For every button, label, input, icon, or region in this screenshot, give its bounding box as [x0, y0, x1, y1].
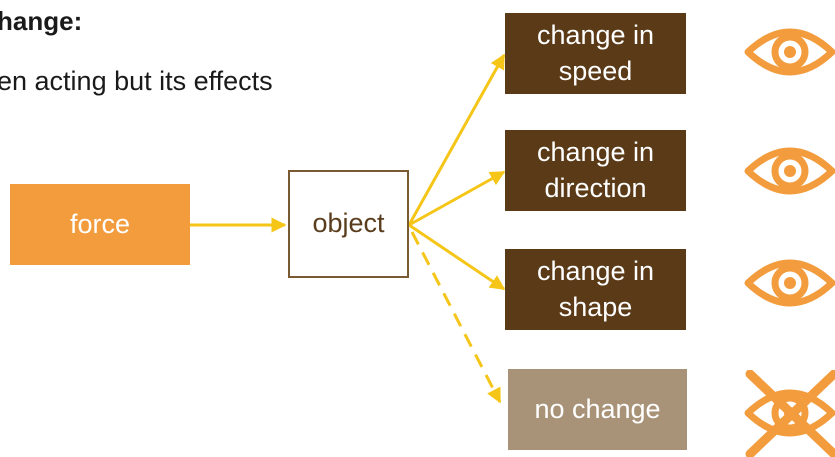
- no-change-box: no change: [508, 369, 687, 450]
- effect-label: change in shape: [536, 255, 655, 322]
- effect-label: change in direction: [536, 136, 655, 203]
- no-change-label: no change: [534, 393, 661, 424]
- effect-box-shape: change in shape: [505, 249, 686, 330]
- arrow-object-to-direction: [408, 170, 506, 227]
- effect-box-direction: change in direction: [505, 130, 686, 211]
- eye-icon: [744, 259, 835, 307]
- arrow-object-to-shape: [408, 223, 506, 291]
- object-label: object: [312, 208, 385, 239]
- slide-body-text: en acting but its effects: [0, 66, 273, 96]
- force-box: force: [10, 184, 190, 265]
- effect-box-speed: change in speed: [505, 13, 686, 94]
- force-label: force: [69, 208, 131, 239]
- arrow-object-to-speed: [407, 53, 506, 226]
- object-box: object: [288, 170, 409, 278]
- crossed-out-eye-icon: [744, 370, 835, 457]
- slide-heading: hange:: [0, 6, 83, 36]
- eye-icon: [744, 147, 835, 195]
- eye-icon: [744, 28, 835, 76]
- effect-label: change in speed: [536, 19, 655, 86]
- arrow-object-to-no-change: [410, 231, 502, 404]
